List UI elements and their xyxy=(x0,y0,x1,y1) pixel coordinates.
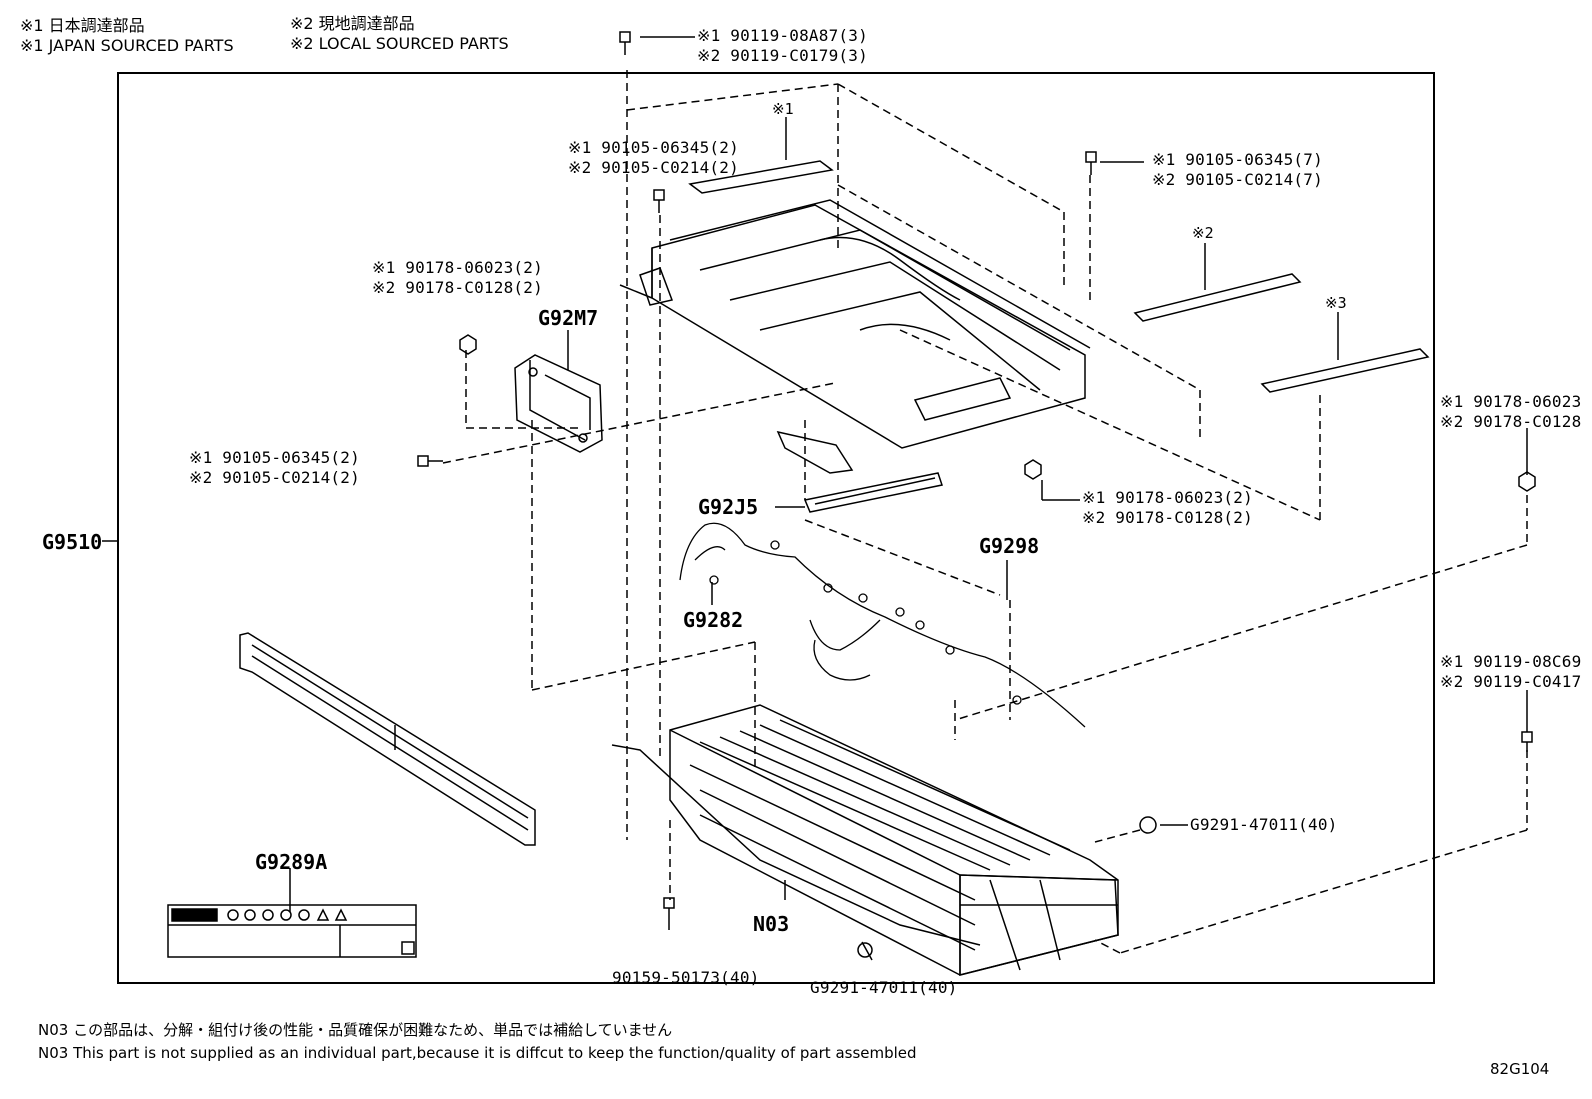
callout-stud: 90159-50173(40) xyxy=(612,968,760,987)
bolt-left-top-icon xyxy=(653,189,665,213)
callout-nut-far-right-2: ※2 90178-C0128 xyxy=(1440,412,1582,431)
clip-bottom-icon xyxy=(857,942,873,958)
callout-bolt-bracket-2: ※2 90105-C0214(2) xyxy=(189,468,360,487)
callout-bolt-far-right-2: ※2 90119-C0417 xyxy=(1440,672,1582,691)
part-g9298: G9298 xyxy=(979,534,1040,558)
bolt-far-right-icon xyxy=(1521,731,1533,752)
bracket-g92m7 xyxy=(514,354,603,453)
callout-bolt-right-top-2: ※2 90105-C0214(7) xyxy=(1152,170,1323,189)
note-jp: N03 この部品は、分解・組付け後の性能・品質確保が困難なため、単品では補給して… xyxy=(38,1021,673,1039)
callout-clip-right: G9291-47011(40) xyxy=(1190,815,1338,834)
nut-center-icon xyxy=(1024,459,1042,480)
callout-nut-bracket-2: ※2 90178-C0128(2) xyxy=(372,278,543,297)
legend-japan-jp: ※1 日本調達部品 xyxy=(20,16,145,35)
bolt-right-top-icon xyxy=(1085,151,1097,175)
note-en: N03 This part is not supplied as an indi… xyxy=(38,1044,917,1062)
side-rail xyxy=(239,632,536,846)
part-g92m7: G92M7 xyxy=(538,306,599,330)
gasket-strip-2 xyxy=(1133,273,1302,322)
callout-nut-bracket-1: ※1 90178-06023(2) xyxy=(372,258,543,277)
part-g9510: G9510 xyxy=(42,530,103,554)
clamp-g92j5 xyxy=(776,430,943,513)
caution-label xyxy=(167,904,417,958)
nut-far-right-icon xyxy=(1518,471,1536,492)
nut-bracket-icon xyxy=(459,334,477,355)
callout-nut-center-1: ※1 90178-06023(2) xyxy=(1082,488,1253,507)
figure-id: 82G104 xyxy=(1490,1060,1550,1078)
part-g92j5: G92J5 xyxy=(698,495,759,519)
stud-icon xyxy=(663,897,675,930)
callout-clip-bottom: G9291-47011(40) xyxy=(810,978,958,997)
callout-bolt-far-right-1: ※1 90119-08C69 xyxy=(1440,652,1582,671)
mark-1: ※1 xyxy=(772,100,794,118)
bolt-bracket-icon xyxy=(417,455,443,467)
callout-bolt-left-top-2: ※2 90105-C0214(2) xyxy=(568,158,739,177)
gasket-strip-1 xyxy=(688,160,834,194)
clip-right-icon xyxy=(1139,816,1157,834)
legend-local-jp: ※2 現地調達部品 xyxy=(290,14,415,33)
callout-bolt-bracket-1: ※1 90105-06345(2) xyxy=(189,448,360,467)
mark-3: ※3 xyxy=(1325,294,1347,312)
part-g9282: G9282 xyxy=(683,608,744,632)
callout-bolt-right-top-1: ※1 90105-06345(7) xyxy=(1152,150,1323,169)
battery-module xyxy=(611,704,1119,976)
bolt-top-icon xyxy=(619,31,631,55)
callout-bolt-left-top-1: ※1 90105-06345(2) xyxy=(568,138,739,157)
legend-local-en: ※2 LOCAL SOURCED PARTS xyxy=(290,34,509,53)
wire-harness xyxy=(679,522,1086,728)
legend-japan-en: ※1 JAPAN SOURCED PARTS xyxy=(20,36,234,55)
callout-bolt-top-1: ※1 90119-08A87(3) xyxy=(697,26,868,45)
callout-bolt-top-2: ※2 90119-C0179(3) xyxy=(697,46,868,65)
mark-2: ※2 xyxy=(1192,224,1214,242)
assembly-frame xyxy=(117,72,1435,984)
part-g9289a: G9289A xyxy=(255,850,328,874)
callout-nut-center-2: ※2 90178-C0128(2) xyxy=(1082,508,1253,527)
upper-cover xyxy=(619,199,1091,449)
callout-nut-far-right-1: ※1 90178-06023 xyxy=(1440,392,1582,411)
part-n03: N03 xyxy=(753,912,790,936)
gasket-strip-3 xyxy=(1260,348,1430,393)
